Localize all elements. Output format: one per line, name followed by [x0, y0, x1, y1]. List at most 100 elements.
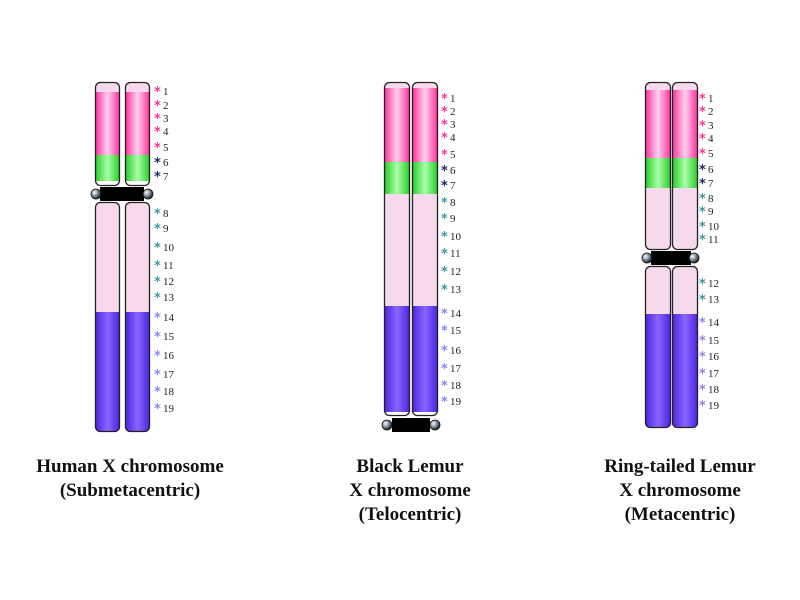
marker-number: 6 [708, 164, 714, 176]
black-lemur-right-arm [412, 82, 438, 412]
marker-asterisk: * [699, 233, 706, 248]
marker-asterisk: * [154, 291, 161, 306]
marker-asterisk: * [699, 119, 706, 134]
green-band [125, 155, 150, 181]
pale-band [384, 82, 410, 88]
marker-number: 16 [163, 350, 175, 362]
marker-number: 4 [708, 133, 714, 145]
marker-number: 17 [708, 368, 720, 380]
pale-band [412, 194, 438, 306]
centromere [100, 187, 144, 201]
marker-number: 10 [708, 221, 720, 233]
purple-band [412, 306, 438, 412]
pink-band [645, 90, 671, 158]
marker-asterisk: * [154, 85, 161, 100]
marker-asterisk: * [441, 212, 448, 227]
marker-asterisk: * [699, 205, 706, 220]
marker-asterisk: * [154, 402, 161, 417]
marker-asterisk: * [699, 147, 706, 162]
green-band [384, 162, 410, 194]
caption-line: X chromosome [349, 480, 471, 501]
caption-line: Black Lemur [356, 456, 464, 477]
pale-band [125, 202, 150, 312]
marker-number: 9 [163, 223, 169, 235]
marker-asterisk: * [699, 399, 706, 414]
purple-band [125, 312, 150, 432]
marker-number: 5 [163, 142, 169, 154]
green-band [645, 158, 671, 188]
marker-number: 4 [163, 126, 169, 138]
pink-band [412, 88, 438, 162]
marker-number: 12 [450, 266, 461, 278]
marker-number: 16 [708, 351, 720, 363]
marker-number: 7 [163, 171, 169, 183]
marker-asterisk: * [441, 344, 448, 359]
marker-asterisk: * [699, 293, 706, 308]
black-lemur-left-arm [384, 82, 410, 412]
pale-band [645, 266, 671, 314]
marker-asterisk: * [699, 220, 706, 235]
marker-number: 8 [163, 208, 169, 220]
marker-asterisk: * [699, 132, 706, 147]
black-lemur-right-arm-outline [411, 81, 439, 417]
pale-band [672, 266, 698, 314]
marker-asterisk: * [154, 141, 161, 156]
marker-asterisk: * [441, 105, 448, 120]
human-right-p-arm-outline [124, 81, 151, 187]
human-left-q-arm [95, 202, 120, 432]
marker-number: 2 [708, 106, 714, 118]
marker-number: 19 [163, 403, 175, 415]
pale-band [95, 202, 120, 312]
pale-band [384, 194, 410, 306]
marker-number: 16 [450, 345, 462, 357]
marker-asterisk: * [699, 192, 706, 207]
marker-number: 3 [708, 120, 714, 132]
human-right-q-arm-outline [124, 201, 151, 433]
caption-line: Ring-tailed Lemur [604, 456, 756, 477]
marker-asterisk: * [154, 330, 161, 345]
purple-band [95, 312, 120, 432]
black-lemur-left-arm-outline [383, 81, 411, 417]
marker-asterisk: * [699, 92, 706, 107]
marker-asterisk: * [699, 350, 706, 365]
marker-number: 17 [163, 369, 175, 381]
ring-tailed-left-q-arm-outline [644, 265, 672, 429]
purple-band [645, 314, 671, 428]
centromere-knob [429, 419, 441, 431]
caption-line: (Telocentric) [358, 504, 462, 525]
marker-asterisk: * [441, 131, 448, 146]
centromere-knob [142, 188, 154, 200]
marker-asterisk: * [699, 383, 706, 398]
marker-asterisk: * [699, 367, 706, 382]
marker-asterisk: * [441, 179, 448, 194]
marker-number: 1 [450, 93, 456, 105]
marker-number: 19 [450, 396, 462, 408]
marker-asterisk: * [154, 241, 161, 256]
marker-asterisk: * [699, 163, 706, 178]
marker-asterisk: * [441, 324, 448, 339]
marker-number: 4 [450, 132, 456, 144]
marker-asterisk: * [441, 395, 448, 410]
marker-asterisk: * [154, 207, 161, 222]
marker-asterisk: * [699, 334, 706, 349]
marker-asterisk: * [441, 379, 448, 394]
marker-number: 12 [163, 276, 174, 288]
marker-number: 9 [450, 213, 456, 225]
marker-asterisk: * [441, 247, 448, 262]
pink-band [384, 88, 410, 162]
pale-band [672, 188, 698, 250]
marker-asterisk: * [441, 196, 448, 211]
human-left-p-arm [95, 82, 120, 181]
marker-number: 2 [450, 106, 456, 118]
marker-number: 12 [708, 278, 719, 290]
purple-band [672, 314, 698, 428]
marker-number: 1 [163, 86, 169, 98]
pink-band [672, 90, 698, 158]
human-right-q-arm [125, 202, 150, 432]
marker-number: 14 [163, 312, 175, 324]
pale-band [672, 82, 698, 90]
marker-asterisk: * [441, 148, 448, 163]
marker-number: 11 [708, 234, 719, 246]
marker-number: 11 [163, 260, 174, 272]
